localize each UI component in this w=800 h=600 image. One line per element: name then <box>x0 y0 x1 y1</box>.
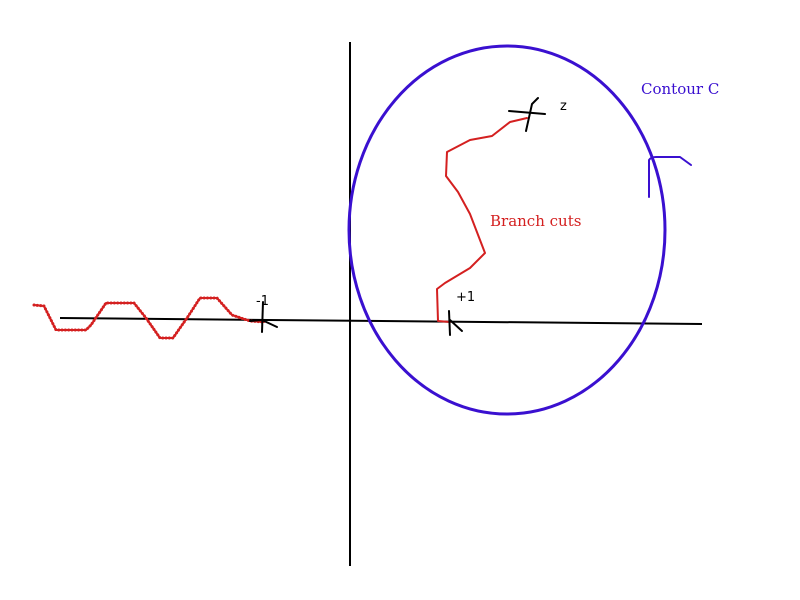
real-axis <box>59 317 703 325</box>
branch-cut-right <box>436 117 528 323</box>
label-z: z <box>560 99 567 114</box>
contour-c-ellipse <box>347 44 667 416</box>
label-contour-c: Contour C <box>641 80 719 98</box>
marker-plus-one <box>448 310 463 336</box>
marker-z <box>508 97 546 132</box>
contour-direction-arrow <box>648 156 692 198</box>
marker-minus-one <box>249 301 278 333</box>
label-branch-cuts: Branch cuts <box>490 212 581 230</box>
label-plus-one: +1 <box>456 290 475 305</box>
label-minus-one: -1 <box>256 294 269 309</box>
branch-cut-left-solid <box>33 297 265 339</box>
